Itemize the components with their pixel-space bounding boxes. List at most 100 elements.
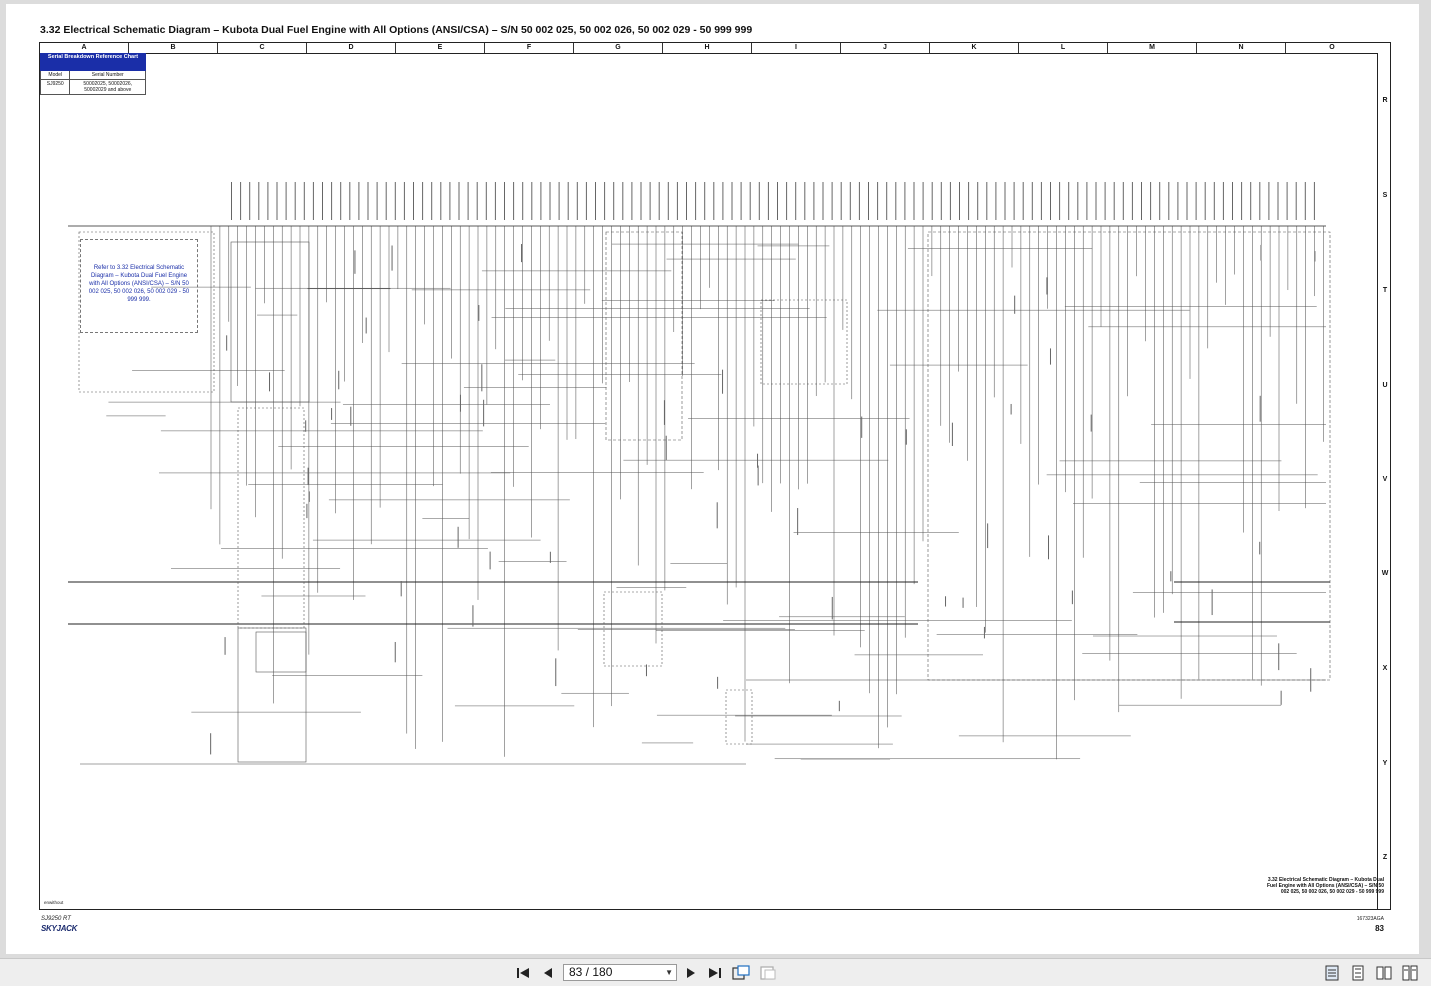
circuit-label-mark: [1077, 182, 1079, 220]
circuit-label-mark: [1177, 182, 1179, 220]
last-page-icon[interactable]: [705, 963, 725, 983]
circuit-label-mark: [1295, 182, 1297, 220]
serial-chart-model-heading: Model: [41, 71, 71, 79]
circuit-label-mark: [1259, 182, 1261, 220]
circuit-label-mark: [385, 182, 387, 220]
circuit-label-mark: [686, 182, 687, 220]
serial-chart-serial-heading: Serial Number: [91, 72, 124, 78]
circuit-label-mark: [1186, 182, 1188, 220]
row-label: Y: [1382, 760, 1388, 767]
circuit-label-mark: [1232, 182, 1233, 220]
circuit-label-mark: [795, 182, 797, 220]
rotate-icon[interactable]: [758, 963, 778, 983]
circuit-label-mark: [749, 182, 751, 220]
circuit-label-mark: [449, 182, 451, 220]
row-label: Z: [1382, 854, 1388, 861]
circuit-label-mark: [1010, 403, 1012, 415]
circuit-label-mark: [576, 182, 578, 220]
circuit-label-mark: [838, 700, 840, 712]
page-number: 83: [1375, 924, 1384, 933]
page-number-selector[interactable]: 83 / 180 ▼: [563, 964, 677, 981]
column-label: H: [663, 43, 752, 53]
circuit-label-mark: [558, 182, 560, 220]
fit-page-icon[interactable]: [731, 963, 751, 983]
row-ruler: R S T U V W X Y Z: [1377, 53, 1392, 909]
column-label: E: [396, 43, 485, 53]
prev-page-icon[interactable]: [538, 963, 558, 983]
circuit-label-mark: [604, 182, 606, 220]
circuit-label-mark: [294, 182, 296, 220]
circuit-label-mark: [904, 182, 906, 220]
circuit-label-mark: [513, 182, 515, 220]
footer-caption: 3.32 Electrical Schematic Diagram – Kubo…: [1266, 877, 1384, 895]
circuit-label-mark: [358, 182, 360, 220]
circuit-label-mark: [1049, 348, 1051, 365]
circuit-label-mark: [968, 182, 970, 220]
circuit-label-mark: [613, 182, 615, 220]
circuit-label-mark: [531, 182, 533, 220]
circuit-label-mark: [676, 182, 678, 220]
circuit-label-mark: [394, 641, 396, 663]
column-label: J: [841, 43, 930, 53]
circuit-label-mark: [713, 182, 715, 220]
circuit-label-mark: [1071, 590, 1073, 605]
circuit-label-mark: [521, 244, 523, 263]
column-label: M: [1108, 43, 1197, 53]
circuit-label-mark: [483, 399, 485, 427]
circuit-label-mark: [731, 182, 733, 220]
circuit-label-mark: [224, 637, 226, 655]
serial-breakdown-chart: Serial Breakdown Reference Chart Model S…: [40, 53, 146, 95]
single-page-icon[interactable]: [1322, 963, 1342, 983]
circuit-label-mark: [777, 182, 778, 220]
circuit-label-mark: [695, 182, 697, 220]
column-label: G: [574, 43, 663, 53]
continuous-icon[interactable]: [1348, 963, 1368, 983]
circuit-label-mark: [350, 406, 352, 426]
component-outline: [237, 627, 307, 763]
first-page-icon[interactable]: [513, 963, 533, 983]
circuit-label-mark: [1195, 182, 1197, 220]
circuit-label-mark: [1211, 589, 1213, 616]
component-outline: [605, 231, 683, 441]
circuit-label-mark: [740, 182, 742, 220]
circuit-label-mark: [665, 435, 667, 460]
circuit-label-mark: [922, 182, 924, 220]
circuit-label-mark: [1068, 182, 1070, 220]
circuit-label-mark: [962, 597, 964, 608]
circuit-label-mark: [338, 370, 340, 390]
circuit-label-mark: [949, 182, 951, 220]
circuit-label-mark: [1268, 182, 1270, 220]
circuit-label-mark: [959, 182, 960, 220]
circuit-label-mark: [1259, 541, 1261, 555]
circuit-label-mark: [1280, 690, 1282, 705]
column-label: K: [930, 43, 1019, 53]
circuit-label-mark: [813, 182, 815, 220]
circuit-label-mark: [849, 182, 851, 220]
circuit-label-mark: [305, 420, 307, 432]
next-page-icon[interactable]: [681, 963, 701, 983]
circuit-label-mark: [1031, 182, 1033, 220]
circuit-label-mark: [422, 182, 424, 220]
circuit-label-mark: [1222, 182, 1224, 220]
circuit-label-mark: [226, 335, 228, 351]
circuit-label-mark: [459, 394, 461, 412]
circuit-label-mark: [476, 182, 478, 220]
two-page-icon[interactable]: [1374, 963, 1394, 983]
row-label: W: [1381, 570, 1389, 577]
circuit-label-mark: [258, 182, 260, 220]
circuit-label-mark: [1004, 182, 1006, 220]
circuit-label-mark: [308, 491, 310, 502]
circuit-label-mark: [440, 182, 442, 220]
two-continuous-icon[interactable]: [1400, 963, 1420, 983]
component-outline: [255, 631, 307, 673]
circuit-label-mark: [931, 182, 933, 220]
circuit-label-mark: [1314, 251, 1316, 262]
circuit-label-mark: [886, 182, 888, 220]
circuit-label-mark: [306, 503, 308, 519]
circuit-label-mark: [797, 508, 799, 536]
circuit-label-mark: [704, 182, 706, 220]
circuit-label-mark: [986, 182, 988, 220]
document-viewport[interactable]: 3.32 Electrical Schematic Diagram – Kubo…: [0, 0, 1431, 958]
component-outline: [78, 231, 215, 393]
circuit-label-mark: [431, 182, 433, 220]
